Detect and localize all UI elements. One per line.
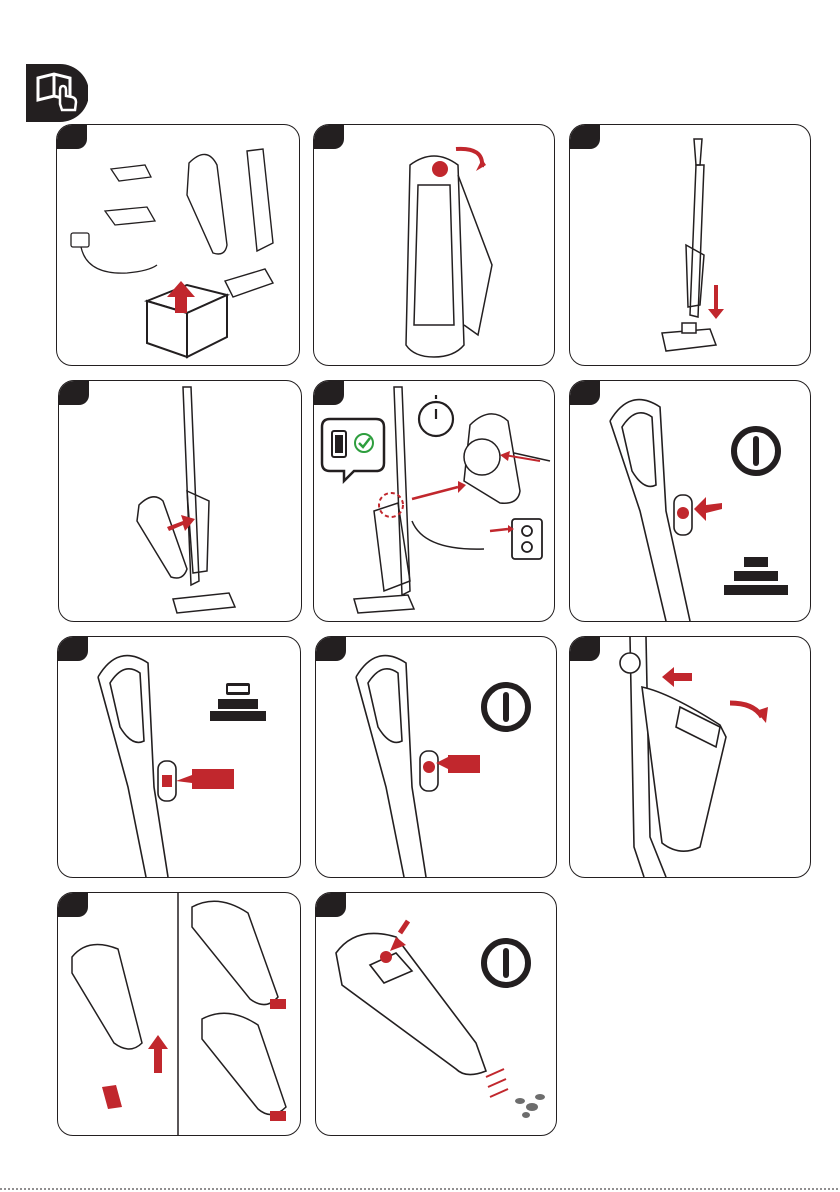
charger-icon xyxy=(71,233,157,273)
step-panel-2 xyxy=(313,124,555,366)
floor-head-icon xyxy=(662,323,716,351)
handheld-unit-icon xyxy=(137,497,187,578)
battery-icon xyxy=(322,419,384,481)
stick-vacuum-icon xyxy=(173,387,235,613)
step-panel-5 xyxy=(313,380,555,622)
arrow-left-icon xyxy=(694,497,722,521)
handle-icon xyxy=(98,656,176,877)
stick-vacuum-icon xyxy=(686,139,704,317)
wall-outlet-icon xyxy=(512,519,542,559)
handheld-unit-icon xyxy=(642,687,726,851)
release-button-icon xyxy=(662,667,692,687)
power-icon xyxy=(484,941,528,985)
suction-icon xyxy=(486,1069,508,1097)
speed-levels-icon xyxy=(724,557,788,595)
step-panel-6 xyxy=(569,380,811,622)
step-panel-10 xyxy=(57,892,301,1136)
debris-icon xyxy=(515,1094,545,1118)
handheld-unit-icon xyxy=(336,933,486,1074)
handheld-unit-icon xyxy=(72,901,286,1114)
power-icon xyxy=(484,685,528,729)
page-edge xyxy=(0,1186,840,1192)
check-icon xyxy=(355,434,373,452)
rotate-arrow-icon xyxy=(456,149,482,167)
max-power-icon xyxy=(210,683,266,721)
step-panel-8 xyxy=(315,636,557,878)
vacuum-icon xyxy=(187,149,273,297)
arrow-left-icon xyxy=(436,755,480,773)
vacuum-frame-icon xyxy=(406,156,492,357)
arrow-left-icon xyxy=(176,769,234,789)
step-panel-1 xyxy=(56,124,300,366)
step-panel-9 xyxy=(569,636,811,878)
arrow-down-icon xyxy=(708,285,724,319)
step-panel-11 xyxy=(315,892,557,1136)
read-manual-icon xyxy=(26,64,88,122)
step-panel-4 xyxy=(58,380,302,622)
arrow-up-icon xyxy=(148,1035,168,1073)
step-panel-7 xyxy=(57,636,301,878)
curved-arrow-icon xyxy=(730,703,762,717)
accessory-icon xyxy=(105,165,155,225)
power-icon xyxy=(734,429,778,473)
step-panel-3 xyxy=(569,124,811,366)
timer-icon xyxy=(419,395,453,436)
